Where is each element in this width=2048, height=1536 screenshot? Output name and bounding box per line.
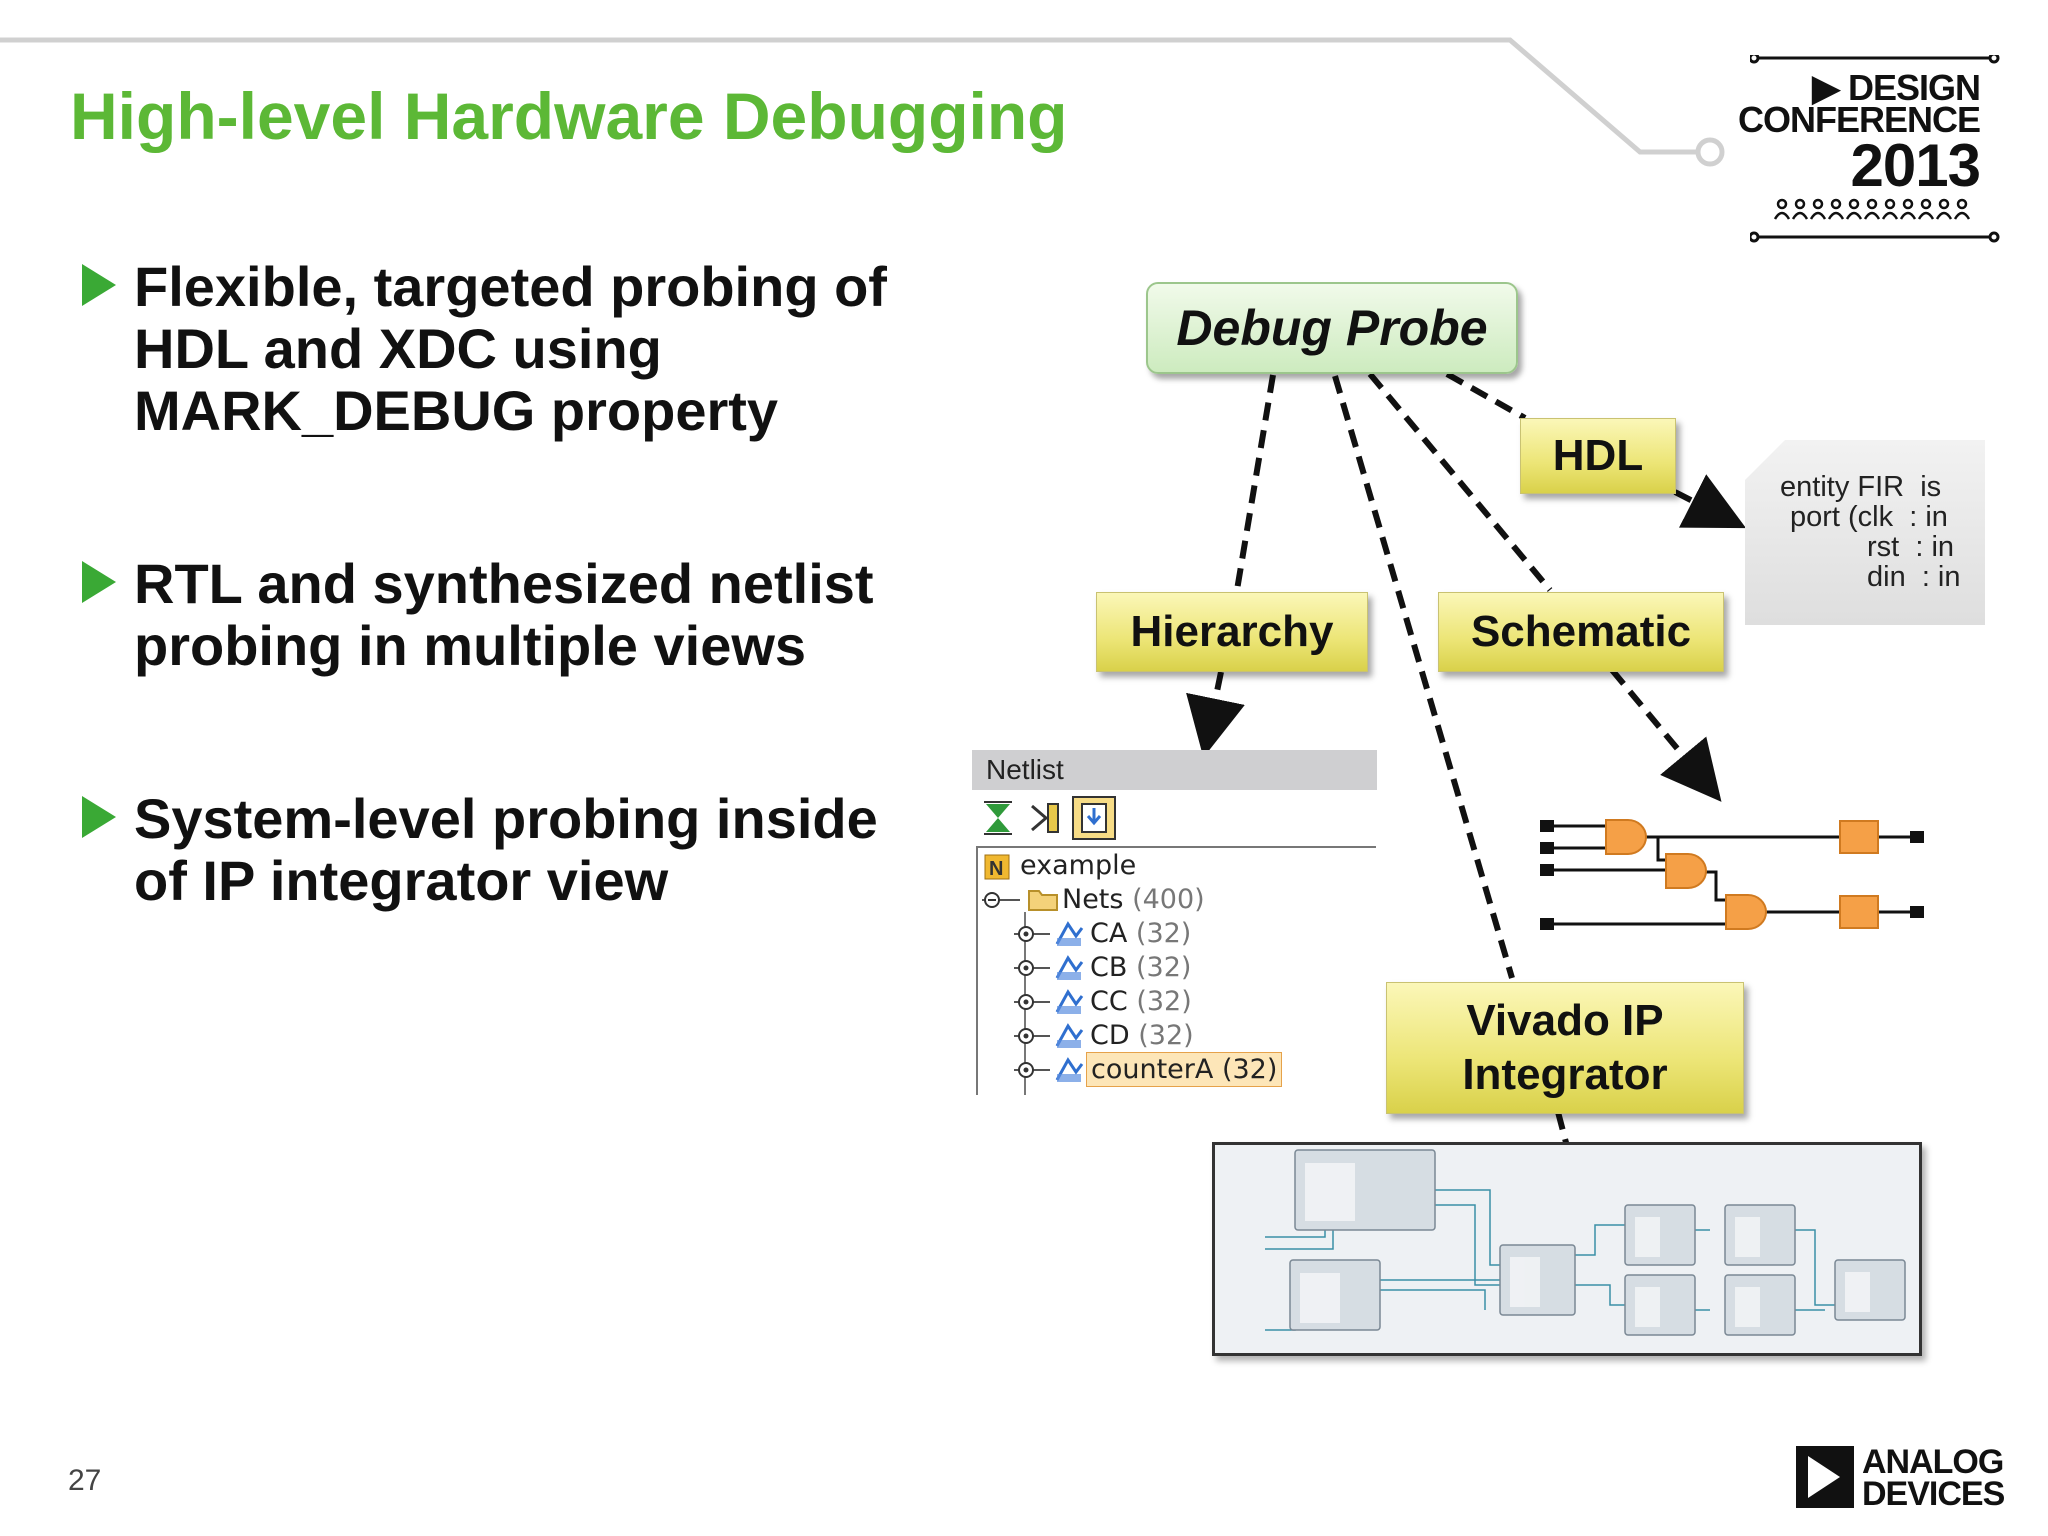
analog-devices-mark-icon — [1796, 1446, 1854, 1508]
and-gate-icon — [1725, 894, 1767, 930]
expand-icon[interactable] — [1028, 800, 1062, 836]
tree-root[interactable]: example — [1020, 850, 1137, 881]
bullet-text: Flexible, targeted probing of HDL and XD… — [134, 255, 887, 442]
nets-node[interactable]: Nets (400) — [1062, 884, 1205, 915]
netlist-header-label: Netlist — [986, 754, 1064, 785]
page-number: 27 — [68, 1464, 102, 1497]
bus-net-icon — [1055, 955, 1084, 980]
tree-expander-icon[interactable] — [1014, 1058, 1050, 1082]
design-conference-logo: ▶ DESIGN CONFERENCE 2013 — [1738, 55, 2002, 245]
tree-expander-icon[interactable] — [982, 888, 1020, 912]
and-gate-icon — [1665, 853, 1707, 889]
logo-year: 2013 — [1850, 132, 1981, 199]
net-item[interactable]: CC (32) — [1090, 986, 1192, 1017]
net-count: (32) — [1221, 1054, 1278, 1085]
vivado-ipi-label: Vivado IP Integrator — [1462, 996, 1668, 1099]
net-item[interactable]: CA (32) — [1090, 918, 1191, 949]
bullet-text: RTL and synthesized netlist probing in m… — [134, 552, 874, 677]
slide-title: High-level Hardware Debugging — [70, 79, 1068, 153]
bullet-arrow-icon — [82, 561, 116, 603]
hdl-label: HDL — [1552, 431, 1644, 480]
hierarchy-box: Hierarchy — [1096, 592, 1368, 672]
bullet-arrow-icon — [82, 264, 116, 306]
netlist-header: Netlist — [972, 750, 1377, 790]
schematic-label: Schematic — [1470, 607, 1692, 656]
bus-net-icon — [1055, 1023, 1084, 1048]
collapse-all-icon[interactable] — [982, 800, 1014, 836]
debug-probe-label: Debug Probe — [1176, 300, 1488, 356]
arrow-schematic-gates — [1609, 668, 1722, 802]
tree-expander-icon[interactable] — [1014, 956, 1050, 980]
and-gate-icon — [1605, 819, 1647, 855]
net-count: (32) — [1138, 1020, 1194, 1051]
nets-count: (400) — [1132, 884, 1205, 915]
vivado-ipi-box: Vivado IP Integrator — [1386, 982, 1744, 1114]
nets-label: Nets — [1062, 884, 1124, 915]
logo-text-devices: DEVICES — [1862, 1475, 2005, 1513]
arrow-probe-ipi — [1332, 375, 1515, 979]
design-icon: N — [984, 854, 1010, 880]
header-line — [0, 37, 1725, 167]
net-count: (32) — [1135, 918, 1192, 949]
net-count: (32) — [1136, 986, 1192, 1017]
code-line: entity FIR is — [1780, 471, 1942, 503]
tree-expander-icon[interactable] — [1014, 1024, 1050, 1048]
code-line: port (clk : in — [1790, 501, 1948, 533]
net-item[interactable]: CD (32) — [1090, 1020, 1194, 1051]
tree-expander-icon[interactable] — [1014, 922, 1050, 946]
code-line: rst : in — [1867, 531, 1955, 563]
bullet-text: System-level probing inside of IP integr… — [134, 787, 878, 912]
net-item[interactable]: CB (32) — [1090, 952, 1191, 983]
folder-icon — [1028, 890, 1058, 911]
bus-net-icon — [1055, 989, 1084, 1014]
show-selected-icon[interactable] — [1072, 796, 1116, 840]
arrow-probe-hierarchy — [1234, 374, 1276, 591]
logo-text-analog: ANALOG — [1862, 1443, 2004, 1481]
analog-devices-logo: ANALOG DEVICES — [1796, 1443, 2006, 1514]
net-name: counterA — [1091, 1054, 1214, 1085]
net-name: CD — [1090, 1020, 1130, 1051]
hdl-box: HDL — [1520, 418, 1676, 494]
hdl-code-snippet: entity FIR is port (clk : in rst : in di… — [1745, 440, 1985, 625]
bus-net-icon — [1055, 921, 1084, 946]
debug-probe-box: Debug Probe — [1146, 282, 1518, 374]
svg-text:N: N — [989, 858, 1003, 880]
schematic-box: Schematic — [1438, 592, 1724, 672]
netlist-panel: Netlist N example — [972, 750, 1377, 1095]
flip-flop-icon — [1839, 895, 1879, 929]
net-name: CA — [1090, 918, 1128, 949]
arrow-probe-hdl — [1445, 371, 1527, 421]
hierarchy-label: Hierarchy — [1130, 607, 1334, 656]
arrow-hierarchy-netlist — [1186, 671, 1245, 758]
tree-expander-icon[interactable] — [1014, 990, 1050, 1014]
flip-flop-icon — [1839, 820, 1879, 854]
arrow-hdl-code — [1673, 474, 1747, 529]
code-line: din : in — [1867, 561, 1961, 593]
arrow-probe-schematic — [1367, 372, 1553, 592]
bus-net-icon — [1055, 1057, 1084, 1082]
bullet-arrow-icon — [82, 796, 116, 838]
schematic-gates — [1540, 819, 1924, 930]
net-name: CC — [1090, 986, 1128, 1017]
ipi-block-diagram — [1212, 1142, 1922, 1356]
net-item-selected[interactable]: counterA (32) — [1086, 1052, 1283, 1087]
logo-line-conference: CONFERENCE — [1737, 99, 1981, 140]
net-count: (32) — [1135, 952, 1192, 983]
logo-line-design: ▶ DESIGN — [1812, 67, 1981, 108]
net-name: CB — [1090, 952, 1128, 983]
